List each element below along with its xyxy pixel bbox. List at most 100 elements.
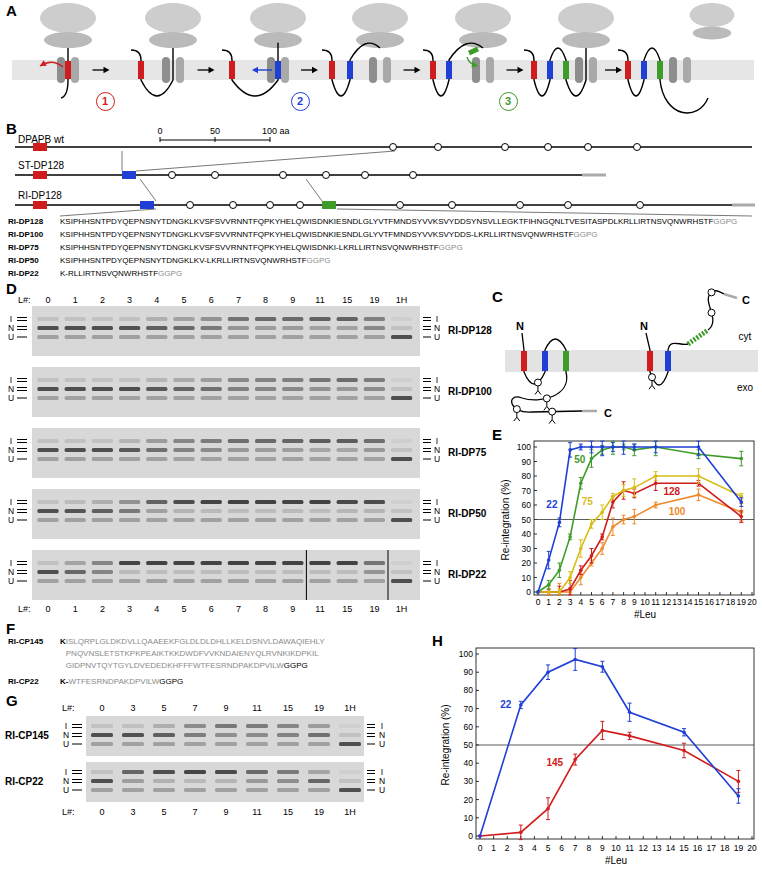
gel-band	[228, 457, 249, 461]
tick-label: 5	[546, 844, 551, 853]
band-mark	[17, 387, 27, 388]
band-mark	[423, 442, 431, 443]
data-point	[600, 535, 604, 539]
error-cap	[682, 743, 686, 744]
band-mark	[17, 512, 27, 513]
gel-band	[65, 509, 86, 513]
gel-band	[282, 326, 303, 330]
gel-band	[173, 335, 194, 339]
tick-label: 11	[625, 844, 634, 853]
gel-band	[119, 500, 140, 504]
error-cap	[546, 797, 550, 798]
gel-band	[309, 448, 330, 452]
data-point	[622, 489, 626, 493]
threshold-line	[534, 519, 754, 520]
ribosome-large	[558, 3, 614, 33]
band-mark	[17, 442, 27, 443]
gel-band	[339, 770, 361, 774]
protein-line	[15, 146, 752, 148]
gel-band	[201, 378, 222, 382]
error-cap	[628, 721, 632, 722]
data-point	[568, 576, 572, 580]
tick-label: 2	[505, 844, 510, 853]
lane-number: 11	[252, 808, 261, 817]
error-cap	[600, 455, 604, 456]
error-cap	[590, 563, 594, 564]
data-point	[611, 525, 615, 529]
error-cap	[557, 594, 561, 595]
gel-band	[282, 396, 303, 400]
axis-tick	[476, 654, 479, 655]
arrowhead	[616, 67, 622, 73]
error-cap	[654, 471, 658, 472]
gel-band	[364, 396, 385, 400]
band-mark	[72, 773, 82, 774]
error-cap	[579, 539, 583, 540]
gel-band	[309, 326, 330, 330]
tick-label: 20	[522, 559, 531, 568]
sequence-tag: GGPG	[284, 662, 308, 670]
tm-segment	[138, 61, 144, 79]
gel-band	[255, 335, 276, 339]
error-cap	[736, 770, 740, 771]
tick-label: 60	[464, 723, 473, 732]
band-marker: N	[63, 777, 69, 786]
construct-name: ST-DP128	[18, 161, 64, 171]
band-marker: N	[379, 731, 385, 740]
gel-band	[146, 317, 167, 321]
gel-band	[146, 518, 167, 522]
error-cap	[697, 483, 701, 484]
ribosome-small	[562, 32, 610, 48]
band-mark	[423, 378, 431, 379]
axis-tick	[656, 836, 657, 839]
gel-band	[277, 724, 299, 728]
data-line	[480, 659, 738, 836]
gel-band	[391, 509, 412, 513]
tick-label: 80	[522, 472, 531, 481]
gel-band	[65, 317, 86, 321]
gel-band	[228, 387, 249, 391]
error-cap	[547, 594, 551, 595]
tm-segment	[446, 61, 452, 79]
sequence: PNQVNSLETSTKPKPEAIKTKKDWDFVVKNDAIENYQLRV…	[66, 650, 319, 658]
lane-number: 15	[283, 704, 293, 713]
gel-band	[309, 317, 330, 321]
gel-band	[364, 335, 385, 339]
gel-band	[184, 770, 206, 774]
error-cap	[628, 703, 632, 704]
error-cap	[547, 551, 551, 552]
tm-segment	[641, 61, 647, 79]
arrowhead	[38, 60, 46, 69]
error-cap	[622, 484, 626, 485]
data-point	[654, 503, 658, 507]
lane-number: 15	[342, 605, 352, 614]
gel-band	[65, 500, 86, 504]
error-cap	[739, 506, 743, 507]
data-point	[601, 729, 605, 733]
band-mark	[17, 439, 27, 440]
gel-band	[92, 561, 113, 565]
error-cap	[632, 496, 636, 497]
glycan	[514, 412, 520, 421]
glycosylation-site	[323, 172, 330, 179]
error-cap	[739, 493, 743, 494]
step-number: 3	[505, 96, 511, 107]
ribosome-large	[40, 3, 96, 33]
gel-band	[391, 317, 412, 321]
lane-divider	[306, 550, 307, 600]
band-marker: I	[381, 722, 383, 731]
gel-band	[173, 317, 194, 321]
error-cap	[568, 539, 572, 540]
translocon	[71, 57, 79, 83]
terminus-label: C	[742, 295, 750, 306]
gel-band	[37, 448, 58, 452]
gel-band	[153, 788, 175, 792]
gel-band	[146, 579, 167, 583]
lane-header: L#:	[18, 605, 31, 614]
axis-tick	[588, 836, 589, 839]
band-mark	[17, 448, 27, 449]
error-cap	[547, 568, 551, 569]
error-cap	[739, 522, 743, 523]
gel-band	[246, 779, 268, 783]
band-mark	[17, 509, 27, 510]
